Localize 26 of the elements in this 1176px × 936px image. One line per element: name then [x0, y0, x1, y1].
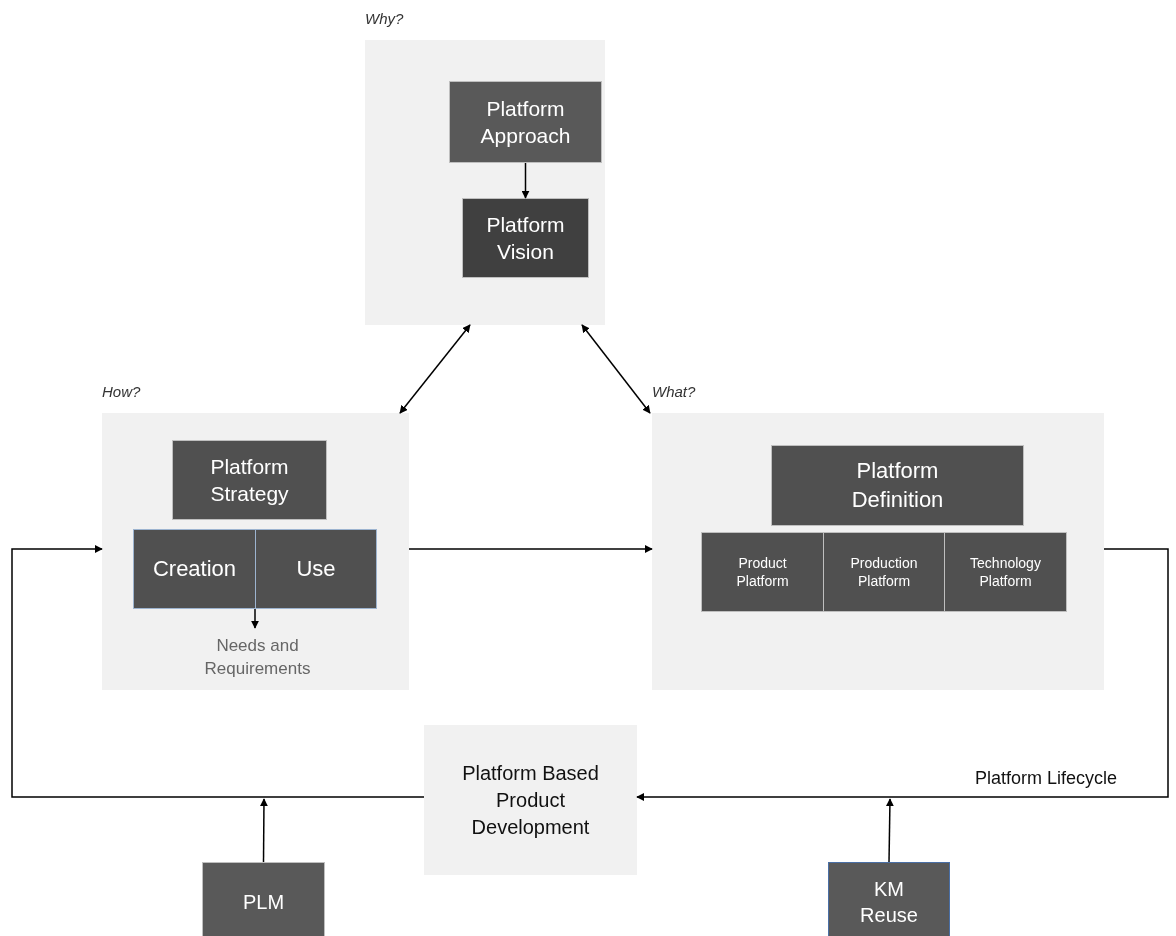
process-box: Creation [133, 529, 256, 609]
edge-label: Platform Lifecycle [975, 768, 1118, 789]
arrow [251, 608, 259, 629]
arrow [521, 162, 530, 199]
process-box: Platform Based Product Development [424, 725, 637, 875]
panel-heading: How? [102, 383, 141, 400]
process-box: Product Platform [701, 532, 824, 612]
arrow [581, 324, 651, 414]
process-box: Platform Definition [771, 445, 1024, 526]
panel-heading: What? [652, 383, 696, 400]
arrow [11, 545, 425, 798]
panel-heading: Why? [365, 10, 404, 27]
arrow [408, 545, 653, 553]
arrow [885, 798, 894, 863]
process-box: Production Platform [823, 532, 945, 612]
process-box: Platform Vision [462, 198, 589, 278]
process-box: KM Reuse [828, 862, 950, 936]
process-box: Use [255, 529, 377, 609]
text-label: Needs and Requirements [180, 628, 335, 688]
process-box: Technology Platform [944, 532, 1067, 612]
process-box: Platform Strategy [172, 440, 327, 520]
process-box: PLM [202, 862, 325, 936]
arrow [636, 548, 1169, 801]
process-box: Platform Approach [449, 81, 602, 163]
arrow [399, 324, 471, 414]
arrow [259, 798, 268, 863]
